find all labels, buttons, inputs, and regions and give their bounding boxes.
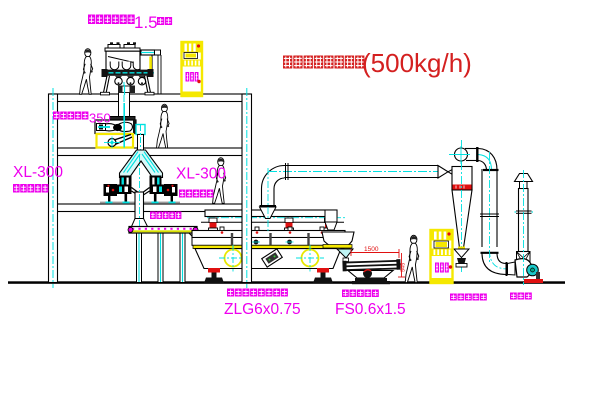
svg-text:1500: 1500 xyxy=(364,246,379,253)
svg-text:545: 545 xyxy=(401,263,407,272)
svg-text:ZLG6x0.75: ZLG6x0.75 xyxy=(224,301,301,318)
svg-text:XL-300: XL-300 xyxy=(13,164,63,181)
svg-text:(500kg/h): (500kg/h) xyxy=(362,48,472,78)
svg-text:350: 350 xyxy=(89,111,111,126)
svg-text:FS0.6x1.5: FS0.6x1.5 xyxy=(335,301,406,318)
svg-text:1.5: 1.5 xyxy=(134,13,158,32)
svg-text:XL-300: XL-300 xyxy=(176,166,226,183)
